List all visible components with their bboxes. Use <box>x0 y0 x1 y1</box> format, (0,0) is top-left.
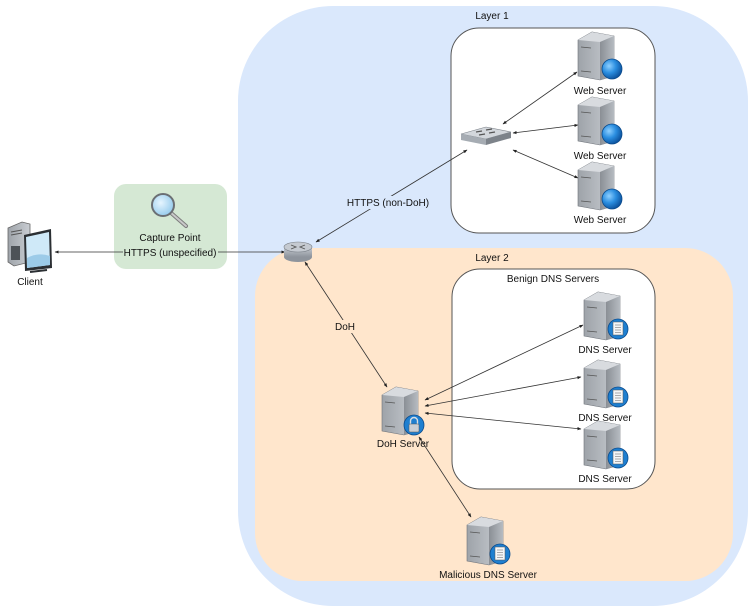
malicious-dns-server <box>466 516 511 566</box>
edge-label-bg <box>346 196 429 209</box>
edge-doh-dns2 <box>424 376 582 407</box>
malicious-dns-server-label: Malicious DNS Server <box>439 570 537 581</box>
dns-server-3 <box>583 420 629 470</box>
edge-label-https-unspecified: HTTPS (unspecified) <box>124 248 217 259</box>
edge-switch-web1 <box>502 71 578 125</box>
edge-doh-dns3 <box>424 411 582 431</box>
web-server-1 <box>577 31 623 81</box>
dns-server-1-label: DNS Server <box>578 345 632 356</box>
edge-label-https-non-doh: HTTPS (non-DoH) <box>347 198 429 209</box>
doh-server-label: DoH Server <box>377 439 430 450</box>
globe-icon <box>601 123 623 145</box>
document-icon <box>489 543 511 565</box>
client-computer-icon <box>7 221 52 273</box>
document-icon <box>607 386 629 408</box>
globe-icon <box>601 58 623 80</box>
document-icon <box>607 318 629 340</box>
capture-point-label: Capture Point <box>139 233 200 244</box>
client-label: Client <box>17 277 43 288</box>
edge-label-bg <box>334 320 356 333</box>
dns-server-3-label: DNS Server <box>578 474 632 485</box>
lock-icon <box>403 414 425 436</box>
edge-switch-web2 <box>512 123 579 135</box>
edge-labels: HTTPS (unspecified) HTTPS (non-DoH) DoH <box>123 196 429 333</box>
magnifier-icon <box>151 193 188 228</box>
switch-icon <box>460 126 512 145</box>
layer-1-title: Layer 1 <box>475 11 509 22</box>
benign-dns-title: Benign DNS Servers <box>507 274 599 285</box>
web-server-3 <box>577 161 623 211</box>
edge-doh-malicious <box>418 436 472 518</box>
globe-icon <box>601 188 623 210</box>
edge-label-bg <box>123 246 218 259</box>
web-server-2 <box>577 96 623 146</box>
edge-label-doh: DoH <box>335 322 355 333</box>
dns-server-2 <box>583 359 629 409</box>
edge-switch-web3 <box>512 149 579 179</box>
web-server-2-label: Web Server <box>574 151 627 162</box>
dns-server-1 <box>583 291 629 341</box>
doh-server <box>381 386 425 436</box>
web-server-3-label: Web Server <box>574 215 627 226</box>
web-server-1-label: Web Server <box>574 86 627 97</box>
dns-server-2-label: DNS Server <box>578 413 632 424</box>
router-icon <box>283 241 313 262</box>
layer-2-title: Layer 2 <box>475 253 509 264</box>
document-icon <box>607 447 629 469</box>
